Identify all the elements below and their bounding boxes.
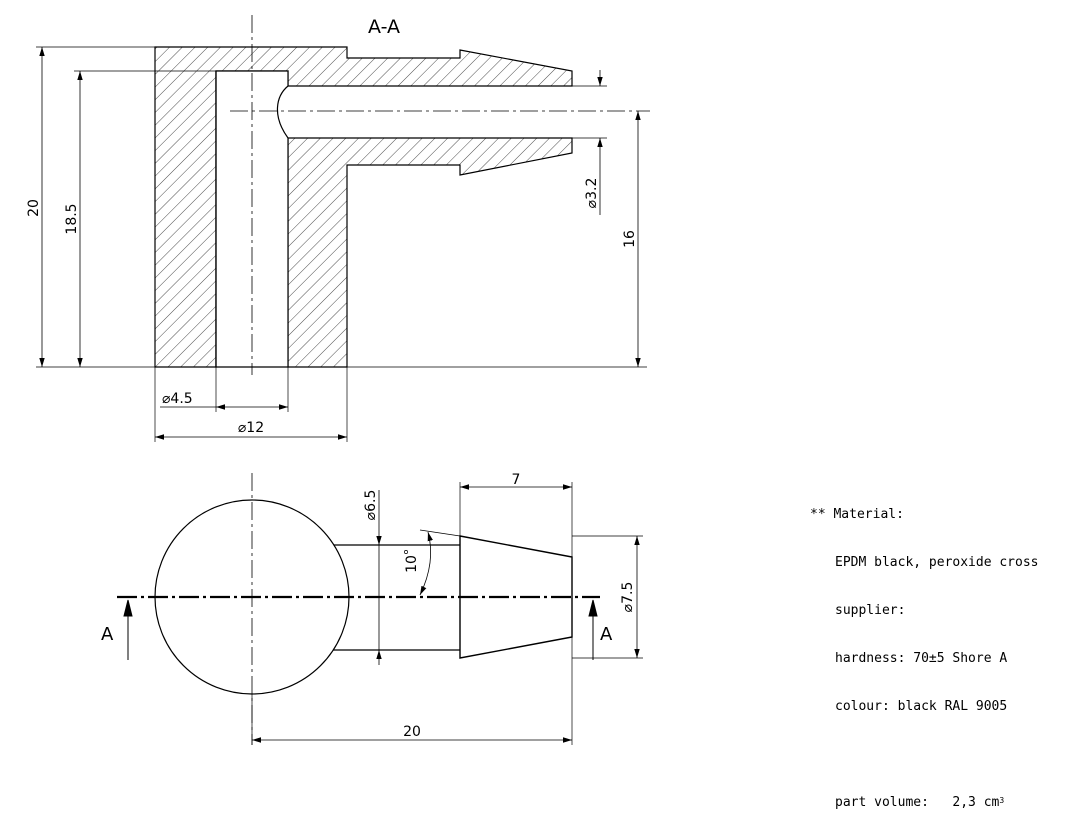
- section-view: A-A: [26, 15, 650, 442]
- volume-value: 2,3 cm: [952, 795, 1000, 810]
- degree-mark: [404, 550, 408, 554]
- dim-overall-length: 20: [403, 724, 421, 740]
- hardness-line: hardness: 70±5 Shore A: [835, 651, 1008, 666]
- section-centerlines: [230, 15, 650, 375]
- dim-cone-angle: 10: [404, 555, 420, 573]
- top-extension-lines: [251, 482, 643, 745]
- supplier-label: supplier:: [835, 603, 906, 618]
- note-prefix: **: [810, 507, 826, 522]
- dim-outer-dia: ⌀12: [238, 420, 264, 436]
- dim-height-20: 20: [26, 199, 42, 217]
- dim-tip-length: 7: [512, 472, 521, 488]
- dim-stem-dia: ⌀6.5: [363, 490, 379, 521]
- technical-drawing: A-A: [26, 15, 650, 745]
- section-dimension-lines: [39, 47, 641, 440]
- material-line: ** Material:: [810, 507, 1039, 523]
- material-label: Material:: [833, 507, 904, 522]
- volume-line: part volume: 2,3 cm3: [810, 795, 1039, 811]
- volume-label: part volume:: [835, 795, 929, 810]
- section-mark-right: A: [600, 624, 613, 645]
- top-view: A A 7 20 ⌀6.5 ⌀7.5 10: [101, 472, 643, 745]
- stem-outline: [333, 544, 460, 651]
- colour-line: colour: black RAL 9005: [835, 699, 1008, 714]
- section-mark-left: A: [101, 624, 114, 645]
- section-title: A-A: [368, 16, 400, 38]
- dim-height-18-5: 18.5: [64, 203, 80, 234]
- material-notes: ** Material: EPDM black, peroxide cross …: [810, 475, 1039, 827]
- dim-axis-height-16: 16: [622, 230, 638, 248]
- notes-spacer: [810, 747, 1039, 763]
- dim-cone-dia: ⌀7.5: [620, 582, 636, 613]
- section-extension-lines: [36, 46, 647, 442]
- dim-nozzle-bore: ⌀3.2: [584, 178, 600, 209]
- top-dimension-lines: [252, 484, 640, 743]
- volume-exponent: 3: [999, 796, 1005, 805]
- dim-cone-angle-group: 10: [404, 550, 420, 573]
- dim-bore-dia: ⌀4.5: [162, 391, 193, 407]
- material-value: EPDM black, peroxide cross: [835, 555, 1039, 570]
- section-arrows: [123, 599, 598, 660]
